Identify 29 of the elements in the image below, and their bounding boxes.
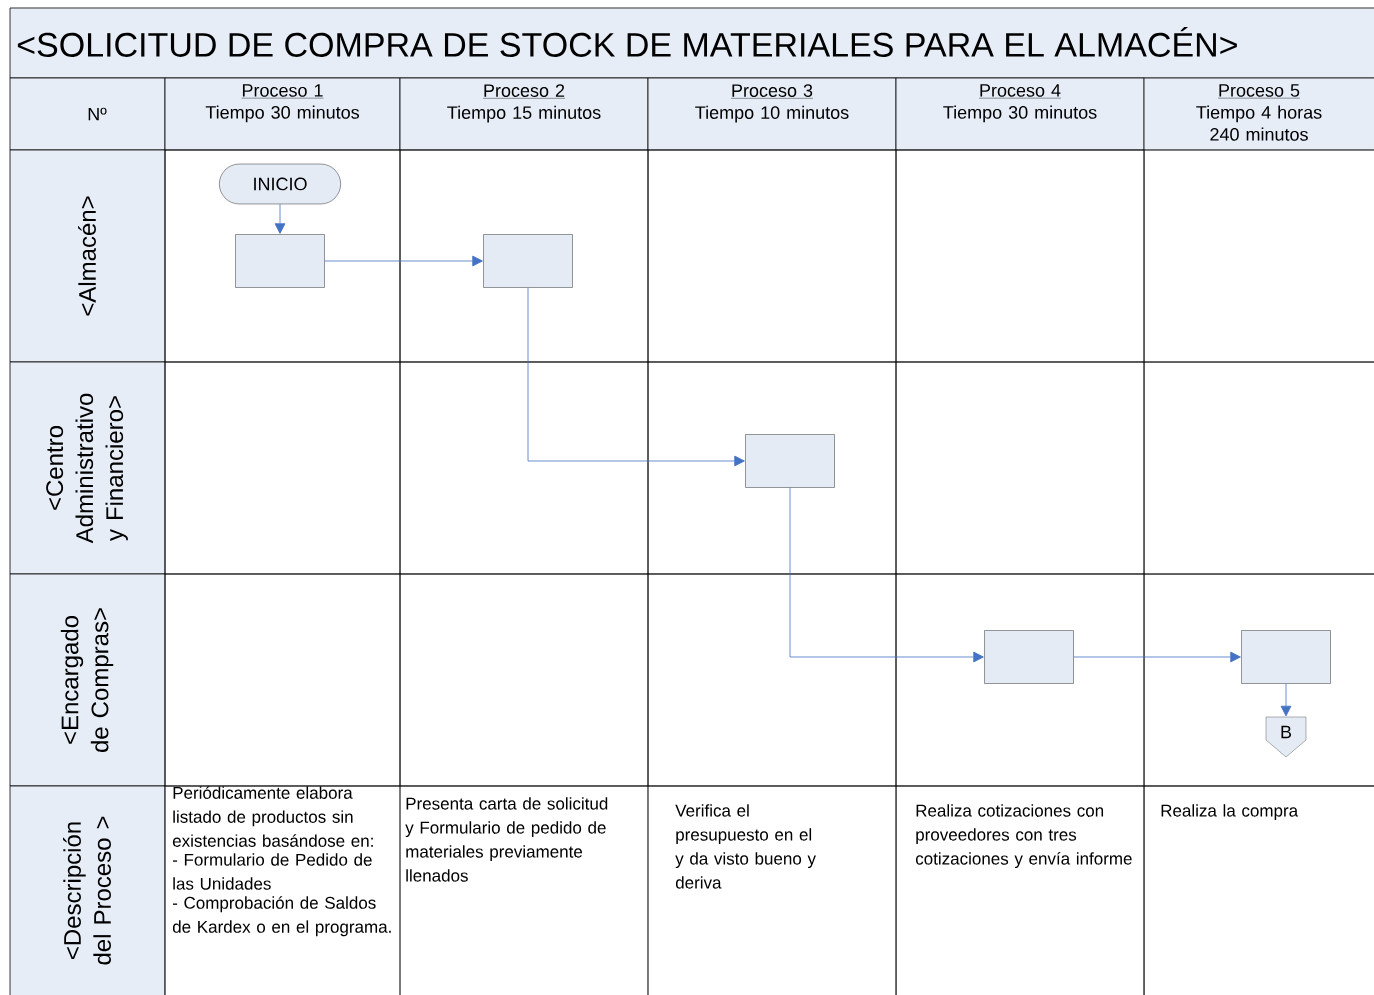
header-cell: Proceso 3 Tiempo 10 minutos [647,77,897,151]
process-box [745,434,835,488]
header-cell: Proceso 2 Tiempo 15 minutos [399,77,649,151]
description-text: Realiza la compra [1161,804,1299,821]
description-text: Verifica el presupuesto en el y da visto bueno y deriva [675,804,816,889]
arrow [527,287,745,467]
lane-label: <Descripción del Proceso > [9,785,166,995]
process-box [483,234,573,288]
header-cell: Proceso 4 Tiempo 30 minutos [895,77,1145,151]
lane-label: <Centro Administrativo y Financiero> [9,361,166,575]
off-page-connector: B [1265,716,1307,758]
arrow [789,487,984,663]
lane-label: <Encargado de Compras> [9,573,166,787]
arrow [274,203,286,234]
description-text: Realiza cotizaciones con proveedores con tres cotizaciones y envía informe [915,804,1132,869]
start-terminal: INICIO [219,163,341,205]
description-text: Periódicamente elabora listado de productos sin existencias basándose en: [172,786,373,847]
description-text: Presenta carta de solicitud y Formulario de pedido de materiales previamente llenados [405,797,608,882]
arrow [1280,683,1292,717]
description-text: - Comprobación de Saldos de Kardex o en el programa. [172,896,391,937]
header-cell: Proceso 1 Tiempo 30 minutos [164,77,401,151]
process-box [984,630,1074,684]
description-text: - Formulario de Pedido de las Unidades [172,853,372,890]
process-box [1241,630,1331,684]
header-cell: Proceso 5 Tiempo 4 horas 240 minutos [1143,77,1374,151]
arrow [324,255,483,267]
arrow [1073,651,1241,663]
process-box [235,234,325,288]
header-cell: Nº [9,77,166,151]
